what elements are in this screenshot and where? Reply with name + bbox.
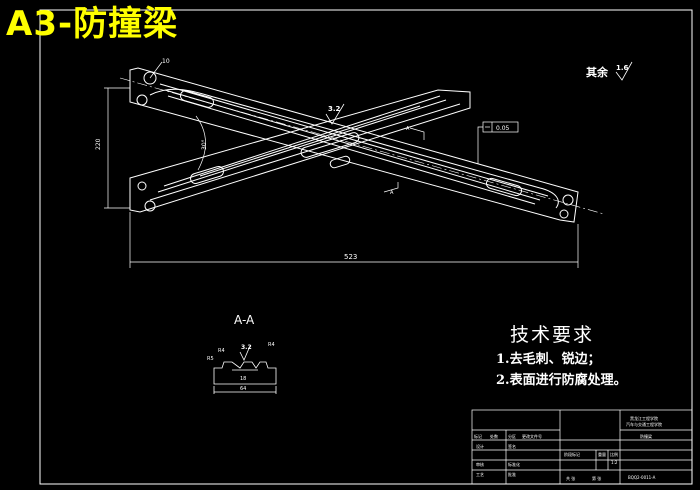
sheet-border [39,9,693,485]
dimension-height-value: 220 [95,138,102,150]
tb-label-check: 审核 [476,461,484,467]
beam-ascending [129,89,471,213]
tb-label-process: 工艺 [476,472,484,477]
tb-institution: 黑龙江工程学院 [630,415,658,421]
dimension-angle-arc [195,115,206,171]
tb-scale: 1:2 [611,460,618,465]
tb-part-name: 防撞梁 [640,433,652,439]
tb-label-design: 设计 [476,443,484,449]
section-marker-lines [383,127,425,193]
flatness-frame [477,121,519,164]
section-inner: 18 [240,376,246,382]
tb-department: 汽车与交通工程学院 [626,421,662,427]
requirement-item: 1.去毛刺、锐边； [496,352,601,367]
roughness-rest-label: 其余 [586,65,609,79]
section-label: A-A [234,313,255,327]
section-marker-bottom: A [390,190,394,196]
tb-label-approve: 批准 [508,471,516,477]
requirements-title: 技术要求 [510,324,595,346]
tb-label-weight: 重量 [598,451,606,457]
tb-label-stage: 阶段标记 [564,451,580,457]
dimension-length-value: 523 [344,253,357,261]
roughness-symbol [325,103,345,125]
section-profile [213,345,277,394]
roughness-rest-value: 1.6 [616,64,629,72]
roughness-value: 3.2 [328,105,341,113]
section-radius-left: R4 [218,348,225,354]
requirement-item: 2.表面进行防腐处理。 [496,373,627,388]
section-radius-left2: R5 [207,356,214,362]
section-radius-right: R4 [268,342,275,348]
dimension-height [104,87,130,209]
section-roughness: 3.2 [241,344,252,351]
tb-label-change: 更改文件号 [522,433,542,439]
tb-drawing-no: BQQ2-0011-A [628,475,656,480]
sheet-title: A3-防撞梁 [6,4,179,44]
flatness-value: 0.05 [496,125,510,132]
section-width: 64 [240,386,246,392]
tb-label-mark: 标记 [474,433,482,439]
tb-label-total: 共 张 [566,475,575,481]
beam-descending-holes [136,71,574,219]
dimension-length [129,212,579,268]
hole-callout: 10 [162,58,170,65]
tb-label-sign: 签名 [508,443,516,449]
hole-leader [149,61,163,79]
title-block-frame [471,409,693,485]
roughness-rest-symbol [615,61,633,81]
tb-label-sheet: 第 张 [592,475,601,481]
tb-label-zone: 分区 [508,433,516,439]
dimension-angle-value: 30° [201,139,208,150]
tb-label-scale: 比例 [610,451,618,457]
beam-ascending-holes [137,132,360,212]
tb-label-standard: 标准化 [508,461,520,467]
section-marker-top: A [406,126,410,132]
tb-label-count: 处数 [490,433,498,439]
center-line [119,77,605,215]
